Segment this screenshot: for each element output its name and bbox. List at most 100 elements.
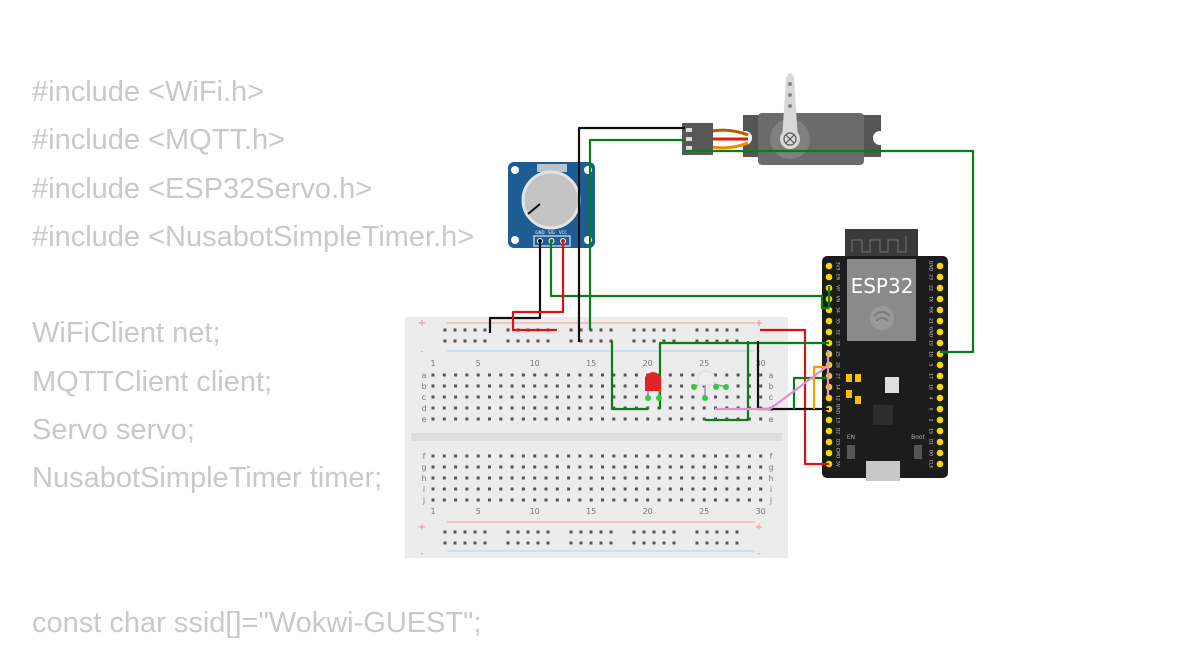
breadboard-hole[interactable] — [499, 498, 503, 502]
breadboard-hole[interactable] — [555, 465, 559, 469]
breadboard-hole[interactable] — [476, 417, 480, 421]
breadboard-hole[interactable] — [488, 454, 491, 458]
rail-hole[interactable] — [569, 328, 573, 332]
servo-motor[interactable] — [682, 73, 887, 165]
esp32-pin[interactable] — [936, 372, 944, 380]
breadboard-hole[interactable] — [702, 384, 706, 388]
breadboard-hole[interactable] — [623, 487, 627, 491]
breadboard-hole[interactable] — [465, 373, 469, 377]
breadboard-hole[interactable] — [533, 406, 537, 410]
breadboard-hole[interactable] — [465, 454, 469, 458]
rail-hole[interactable] — [443, 541, 447, 545]
breadboard-hole[interactable] — [555, 373, 559, 377]
breadboard-hole[interactable] — [623, 454, 627, 458]
rail-hole[interactable] — [599, 328, 603, 332]
rail-hole[interactable] — [506, 339, 510, 343]
breadboard-hole[interactable] — [634, 384, 638, 388]
esp32-pin[interactable] — [825, 438, 833, 446]
rail-hole[interactable] — [642, 328, 646, 332]
breadboard-hole[interactable] — [668, 373, 672, 377]
breadboard-hole[interactable] — [623, 417, 627, 421]
breadboard-hole[interactable] — [747, 384, 751, 388]
breadboard-hole[interactable] — [714, 454, 717, 458]
rail-hole[interactable] — [463, 530, 467, 534]
breadboard-hole[interactable] — [601, 465, 604, 469]
rail-hole[interactable] — [599, 530, 603, 534]
breadboard-hole[interactable] — [488, 373, 491, 377]
breadboard-hole[interactable] — [702, 465, 706, 469]
rail-hole[interactable] — [735, 530, 739, 534]
rail-hole[interactable] — [642, 541, 646, 545]
rail-hole[interactable] — [443, 328, 447, 332]
breadboard-hole[interactable] — [612, 395, 616, 399]
breadboard-hole[interactable] — [578, 373, 582, 377]
breadboard-hole[interactable] — [747, 498, 751, 502]
breadboard-hole[interactable] — [702, 417, 706, 421]
rail-hole[interactable] — [725, 530, 729, 534]
breadboard-hole[interactable] — [465, 498, 469, 502]
breadboard-hole[interactable] — [499, 373, 503, 377]
breadboard-hole[interactable] — [567, 406, 571, 410]
rail-hole[interactable] — [443, 339, 447, 343]
rail-hole[interactable] — [609, 541, 613, 545]
breadboard-hole[interactable] — [589, 476, 593, 480]
breadboard-hole[interactable] — [499, 406, 503, 410]
boot-button[interactable] — [914, 445, 922, 459]
breadboard-hole[interactable] — [578, 417, 582, 421]
rail-hole[interactable] — [579, 541, 583, 545]
breadboard-hole[interactable] — [612, 476, 616, 480]
rail-hole[interactable] — [483, 530, 487, 534]
rail-hole[interactable] — [662, 541, 666, 545]
breadboard-hole[interactable] — [589, 384, 593, 388]
breadboard-hole[interactable] — [691, 454, 695, 458]
breadboard-hole[interactable] — [634, 487, 638, 491]
breadboard-hole[interactable] — [714, 476, 717, 480]
esp32-pin[interactable] — [936, 317, 944, 325]
breadboard-hole[interactable] — [442, 384, 446, 388]
rail-hole[interactable] — [632, 339, 636, 343]
breadboard-hole[interactable] — [533, 395, 537, 399]
breadboard-hole[interactable] — [725, 476, 729, 480]
breadboard-hole[interactable] — [567, 373, 571, 377]
breadboard-hole[interactable] — [725, 498, 729, 502]
breadboard-hole[interactable] — [736, 498, 740, 502]
esp32-pin[interactable] — [936, 416, 944, 424]
esp32-pin[interactable] — [825, 449, 833, 457]
rail-hole[interactable] — [599, 339, 603, 343]
breadboard-hole[interactable] — [747, 454, 751, 458]
breadboard-hole[interactable] — [555, 487, 559, 491]
breadboard-hole[interactable] — [555, 395, 559, 399]
rail-hole[interactable] — [735, 339, 739, 343]
breadboard-hole[interactable] — [589, 487, 593, 491]
breadboard-hole[interactable] — [634, 465, 638, 469]
breadboard-hole[interactable] — [691, 465, 695, 469]
breadboard-hole[interactable] — [747, 465, 751, 469]
breadboard-hole[interactable] — [589, 498, 593, 502]
breadboard-hole[interactable] — [510, 476, 514, 480]
breadboard-hole[interactable] — [454, 406, 458, 410]
breadboard-hole[interactable] — [544, 406, 548, 410]
breadboard-hole[interactable] — [612, 373, 616, 377]
breadboard-hole[interactable] — [567, 487, 571, 491]
breadboard-hole[interactable] — [567, 498, 571, 502]
breadboard-hole[interactable] — [702, 454, 706, 458]
breadboard-hole[interactable] — [759, 465, 763, 469]
rail-hole[interactable] — [652, 339, 656, 343]
breadboard-hole[interactable] — [736, 487, 740, 491]
breadboard-hole[interactable] — [691, 373, 695, 377]
breadboard-hole[interactable] — [476, 373, 480, 377]
breadboard-hole[interactable] — [680, 498, 684, 502]
breadboard-hole[interactable] — [736, 373, 740, 377]
breadboard-hole[interactable] — [612, 487, 616, 491]
rail-hole[interactable] — [579, 530, 583, 534]
breadboard-hole[interactable] — [521, 406, 525, 410]
breadboard-hole[interactable] — [680, 406, 684, 410]
breadboard-hole[interactable] — [454, 384, 458, 388]
breadboard-hole[interactable] — [442, 417, 446, 421]
breadboard-hole[interactable] — [759, 454, 763, 458]
breadboard-hole[interactable] — [510, 373, 514, 377]
breadboard-hole[interactable] — [533, 498, 537, 502]
rail-hole[interactable] — [483, 541, 487, 545]
breadboard-hole[interactable] — [476, 384, 480, 388]
breadboard-hole[interactable] — [680, 373, 684, 377]
